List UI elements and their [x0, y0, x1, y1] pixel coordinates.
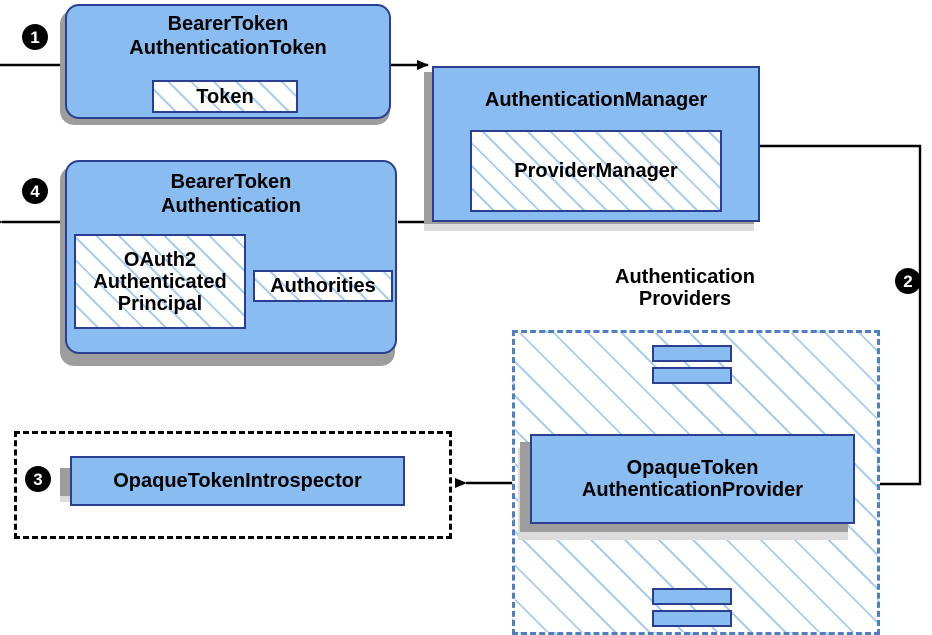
bearer-token-authentication-title-line2: Authentication [161, 195, 301, 217]
step-badge-2: 2 [895, 268, 921, 294]
bearer-token-authentication-token-title-line1: BearerToken [167, 13, 289, 35]
principal-line2: Authenticated [93, 270, 227, 293]
authentication-providers-label-line1: Authentication [615, 266, 755, 288]
bearer-token-authentication-token-node[interactable]: BearerToken AuthenticationToken Token [65, 4, 391, 119]
provider-stack-bar-bottom-1 [652, 588, 732, 605]
step-badge-4: 4 [22, 178, 48, 204]
opaque-token-authentication-provider-title-line2: AuthenticationProvider [581, 479, 804, 501]
oauth2-authenticated-principal-inner-box[interactable]: OAuth2 Authenticated Principal [74, 234, 246, 329]
authorities-inner-box[interactable]: Authorities [253, 270, 393, 302]
introspector-group [14, 431, 452, 539]
provider-stack-bar-top-1 [652, 345, 732, 362]
bearer-token-authentication-token-title-line2: AuthenticationToken [129, 37, 327, 59]
opaque-token-introspector-node[interactable]: OpaqueTokenIntrospector [70, 456, 405, 506]
provider-stack-bar-bottom-2 [652, 610, 732, 627]
authentication-manager-title: AuthenticationManager [484, 89, 708, 111]
authentication-manager-node[interactable]: AuthenticationManager ProviderManager [432, 66, 760, 222]
authentication-providers-label-line2: Providers [638, 288, 732, 310]
token-inner-box[interactable]: Token [152, 80, 298, 113]
authentication-providers-label: Authentication Providers [560, 266, 810, 310]
bearer-token-authentication-node[interactable]: BearerToken Authentication OAuth2 Authen… [65, 160, 397, 354]
step-badge-3: 3 [25, 466, 51, 492]
provider-manager-inner-box[interactable]: ProviderManager [470, 130, 722, 212]
opaque-token-authentication-provider-node[interactable]: OpaqueToken AuthenticationProvider [530, 434, 855, 524]
principal-line3: Principal [117, 292, 203, 315]
bearer-token-authentication-title-line1: BearerToken [170, 171, 292, 193]
provider-stack-bar-top-2 [652, 367, 732, 384]
step-badge-1: 1 [22, 24, 48, 50]
principal-line1: OAuth2 [123, 248, 197, 271]
opaque-token-authentication-provider-title-line1: OpaqueToken [626, 456, 759, 479]
